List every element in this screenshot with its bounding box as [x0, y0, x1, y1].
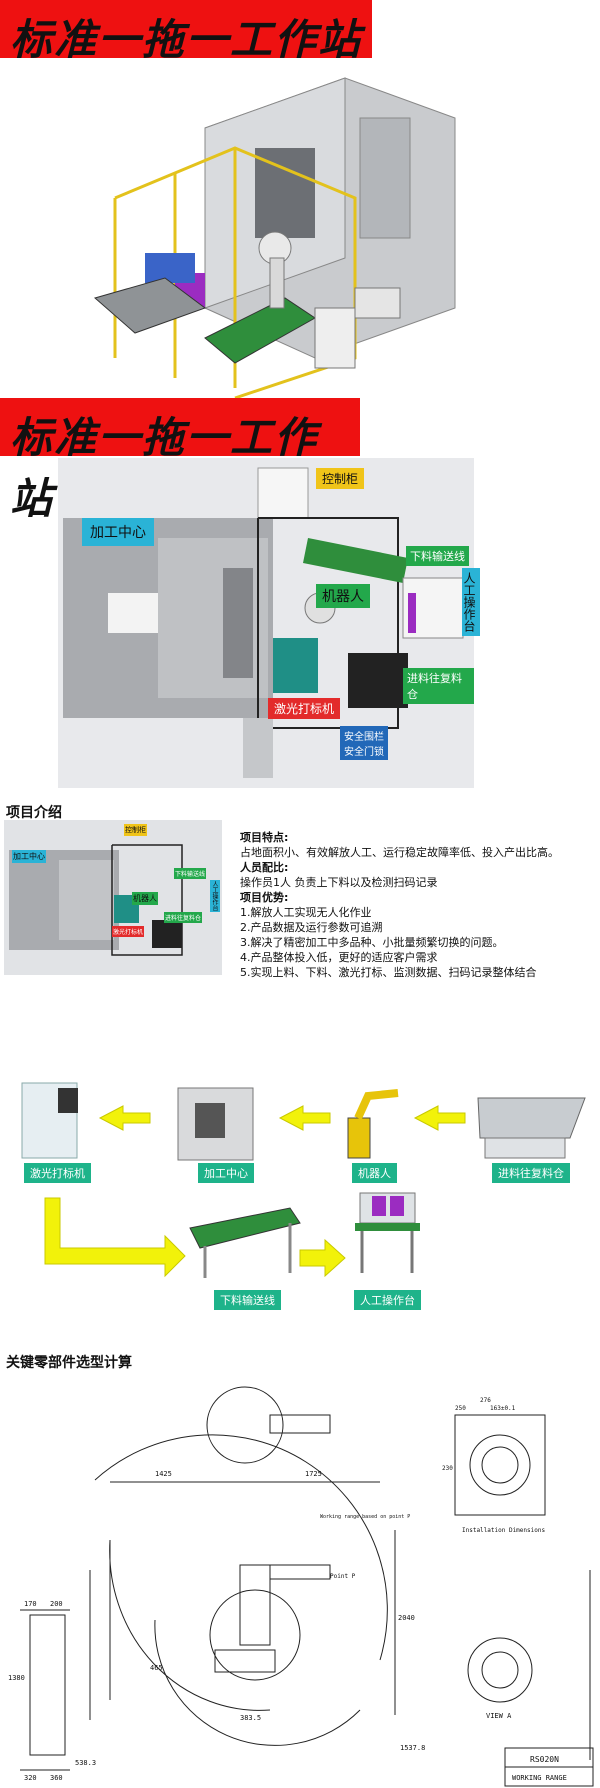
install-caption: Installation Dimensions	[462, 1527, 545, 1534]
layout-drawing	[58, 458, 474, 788]
control-cabinet-label: 控制柜	[316, 468, 365, 489]
dim-1380: 1380	[8, 1674, 25, 1682]
advantage-item: 5.实现上料、下料、激光打标、监测数据、扫码记录整体结合	[240, 966, 537, 979]
machining-center-label: 加工中心	[82, 518, 154, 546]
features-text: 占地面积小、有效解放人工、运行稳定故障率低、投入产出比高。	[240, 846, 559, 859]
dim-1725: 1725	[305, 1470, 322, 1478]
banner-title: 标准一拖一工作站	[10, 15, 363, 64]
model-label: RS020N	[530, 1755, 559, 1764]
mini-label: 进料往复料仓	[164, 912, 203, 923]
dim-360: 360	[50, 1774, 63, 1782]
dim-383: 383.5	[240, 1714, 261, 1722]
flow-feed-label: 进料往复料仓	[492, 1163, 570, 1183]
mini-label: 人工操作台	[210, 880, 220, 912]
mini-label: 机器人	[132, 892, 158, 905]
dim-163: 163±0.1	[490, 1405, 516, 1412]
working-range-note: Working range based on point P	[320, 1514, 410, 1520]
layout-top-view: 控制柜 加工中心 下料输送线 机器人 人工操作台 进料往复料仓 激光打标机 安全…	[58, 458, 480, 788]
dim-1425: 1425	[155, 1470, 172, 1478]
robot-label: 机器人	[316, 584, 370, 608]
flow-mc-label: 加工中心	[198, 1163, 254, 1183]
staff-text: 操作员1人 负责上下料以及检测扫码记录	[240, 876, 438, 889]
dim-170: 170	[24, 1600, 37, 1608]
manual-station-label: 人工操作台	[462, 568, 480, 636]
dim-320: 320	[24, 1774, 37, 1782]
intro-text: 项目特点: 占地面积小、有效解放人工、运行稳定故障率低、投入产出比高。 人员配比…	[240, 830, 596, 980]
process-flow-diagram	[21, 1082, 586, 1278]
laser-marker-label: 激光打标机	[268, 698, 341, 719]
dim-276: 276	[480, 1397, 491, 1404]
advantage-item: 3.解决了精密加工中多品种、小批量频繁切换的问题。	[240, 936, 504, 949]
robot-working-range-drawing: 1425 1725 2040 465 1380 1537.8 538.3 383…	[8, 1386, 594, 1787]
advantages-label: 项目优势:	[240, 891, 289, 904]
mini-label: 激光打标机	[112, 926, 145, 937]
title-banner-second: 标准一拖一工作站	[0, 398, 360, 523]
advantage-item: 4.产品整体投入低，更好的适应客户需求	[240, 951, 438, 964]
flow-conveyor-label: 下料输送线	[214, 1290, 281, 1310]
dim-465: 465	[150, 1664, 163, 1672]
view-a-label: VIEW A	[486, 1712, 512, 1720]
calc-heading: 关键零部件选型计算	[6, 1355, 132, 1371]
range-label: WORKING RANGE	[512, 1774, 567, 1782]
point-p-label: Point P	[330, 1573, 356, 1580]
features-label: 项目特点:	[240, 831, 289, 844]
dim-2040: 2040	[398, 1614, 415, 1622]
advantage-item: 2.产品数据及运行参数可追溯	[240, 921, 383, 934]
mini-label: 控制柜	[124, 824, 147, 836]
title-banner-top: 标准一拖一工作站	[0, 0, 372, 64]
flow-manual-label: 人工操作台	[354, 1290, 421, 1310]
staff-label: 人员配比:	[240, 861, 289, 874]
dim-538: 538.3	[75, 1759, 96, 1767]
dim-230: 230	[442, 1465, 453, 1472]
flow-robot-label: 机器人	[352, 1163, 397, 1183]
banner-title: 标准一拖一工作站	[10, 413, 319, 523]
intro-heading: 项目介绍	[6, 805, 62, 821]
flow-laser-label: 激光打标机	[24, 1163, 91, 1183]
intro-thumbnail: 控制柜 加工中心 下料输送线 机器人 人工操作台 激光打标机 进料往复料仓	[4, 820, 222, 975]
feed-bin-label: 进料往复料仓	[403, 668, 474, 704]
mini-label: 加工中心	[12, 850, 46, 863]
output-conveyor-label: 下料输送线	[406, 546, 469, 566]
workstation-3d-render	[55, 58, 475, 398]
dim-200: 200	[50, 1600, 63, 1608]
dim-1537: 1537.8	[400, 1744, 425, 1752]
advantage-item: 1.解放人工实现无人化作业	[240, 906, 372, 919]
thumbnail-drawing	[4, 820, 222, 975]
mini-label: 下料输送线	[174, 868, 207, 879]
safety-label: 安全围栏 安全门锁	[340, 726, 388, 760]
dim-250: 250	[455, 1405, 466, 1412]
